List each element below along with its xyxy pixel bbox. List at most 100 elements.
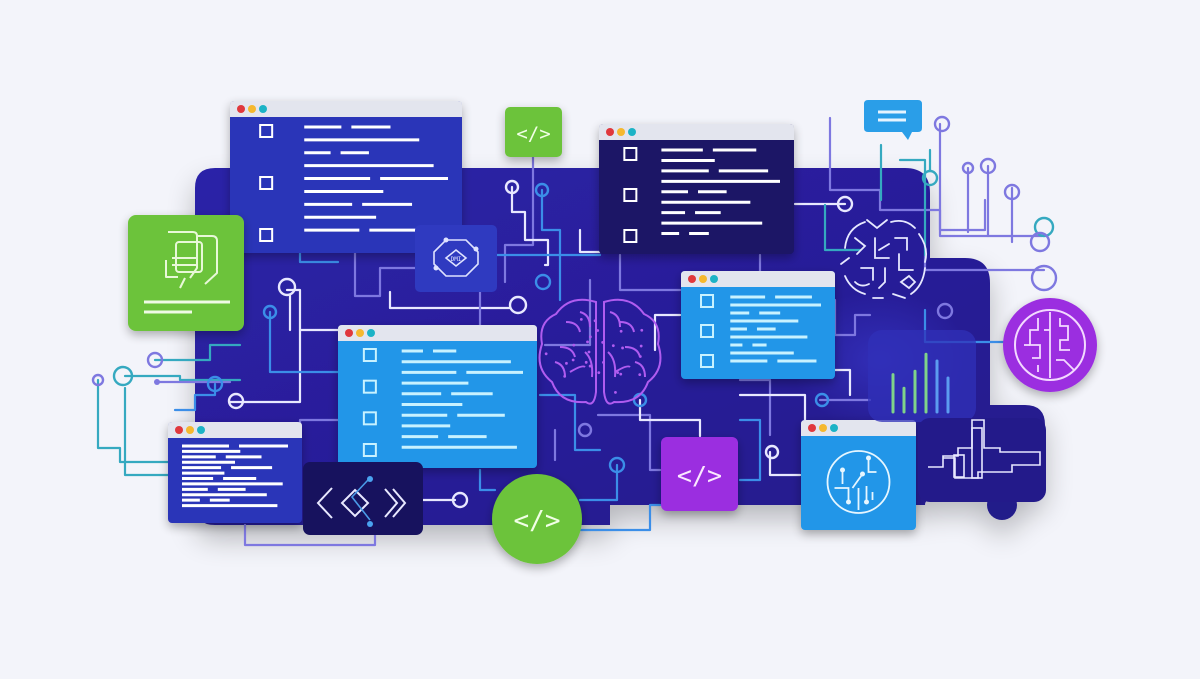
connector-dot xyxy=(154,379,160,385)
neuron-dot xyxy=(571,358,575,362)
trace xyxy=(828,368,852,397)
trace xyxy=(653,313,682,352)
trace xyxy=(596,413,662,472)
code-tag-icon: </> xyxy=(677,461,722,490)
neuron-dot xyxy=(619,372,623,376)
neuron-dot xyxy=(614,390,617,394)
brain-fold xyxy=(565,321,581,333)
brain-fold xyxy=(619,321,635,333)
brain-sketch-line xyxy=(878,243,890,251)
window-titlebar xyxy=(801,420,916,436)
code-window-center[interactable] xyxy=(338,325,537,468)
brain-sketch-line xyxy=(918,233,928,263)
checkbox-icon xyxy=(700,294,715,308)
trace xyxy=(828,116,987,232)
trace xyxy=(268,310,340,374)
code-windows xyxy=(168,101,916,530)
neuron-dot xyxy=(588,335,592,339)
code-tag-badge-round[interactable]: </> xyxy=(492,474,582,564)
purple-circuit-badge[interactable] xyxy=(1003,298,1097,392)
window-titlebar xyxy=(168,422,302,438)
brain-fold xyxy=(569,365,586,373)
connector-node xyxy=(921,169,939,187)
brain-sketch-line xyxy=(866,219,888,230)
connector-node xyxy=(1033,216,1055,238)
code-window-right[interactable] xyxy=(681,271,835,379)
brain-sketch-line xyxy=(844,275,866,295)
brain-fold xyxy=(607,351,617,378)
trace xyxy=(738,378,772,437)
documents-card[interactable] xyxy=(128,215,244,331)
brain-fold xyxy=(579,311,591,328)
code-tag-badge-purple[interactable]: </> xyxy=(661,437,738,511)
minimize-dot xyxy=(186,426,194,434)
connector-node xyxy=(451,491,469,509)
trace xyxy=(898,158,927,257)
neuron-dot xyxy=(638,373,642,376)
ai-window-bottom-right[interactable] xyxy=(801,420,916,530)
window-titlebar xyxy=(230,101,462,117)
brain-sketch-line xyxy=(874,237,890,259)
brain-sketch-line xyxy=(860,267,874,281)
trace xyxy=(834,458,877,510)
connector-node xyxy=(227,392,245,410)
circuit-brain-icon xyxy=(1024,312,1075,378)
trace xyxy=(638,398,702,438)
code-window-top-left[interactable] xyxy=(230,101,462,253)
connector-node xyxy=(112,365,134,387)
neuron-dot xyxy=(588,364,592,368)
window-body xyxy=(801,420,916,530)
chat-bubble-icon[interactable] xyxy=(864,100,922,140)
trace xyxy=(228,328,340,404)
checkbox-icon xyxy=(700,324,715,338)
chevron-left-icon xyxy=(316,487,333,519)
connector-node xyxy=(534,182,550,198)
minimize-dot xyxy=(356,329,364,337)
code-diff-card[interactable] xyxy=(303,462,423,535)
connector-node xyxy=(534,273,552,291)
connector-node xyxy=(206,375,224,393)
window-titlebar xyxy=(681,271,835,287)
code-tag-badge-top[interactable]: </> xyxy=(505,107,562,157)
maximize-dot xyxy=(367,329,375,337)
neuron-dot xyxy=(601,340,605,344)
brain-sketch-line xyxy=(854,281,870,287)
connector-node xyxy=(508,295,528,315)
close-dot xyxy=(175,426,183,434)
neuron-dot xyxy=(596,329,600,332)
trace xyxy=(96,378,170,464)
connector-node xyxy=(764,444,780,460)
trace xyxy=(738,418,762,482)
close-dot xyxy=(237,105,245,113)
trace xyxy=(823,203,862,252)
code-tag-icon: </> xyxy=(514,506,561,536)
chip-icon xyxy=(433,239,479,277)
code-tag-icon: </> xyxy=(516,123,550,145)
dot xyxy=(860,471,865,477)
connector-node xyxy=(961,161,975,175)
double-chevron-right-icon xyxy=(384,488,407,518)
close-dot xyxy=(345,329,353,337)
chip-card[interactable]: DMI xyxy=(415,225,497,292)
maximize-dot xyxy=(259,105,267,113)
connector-node xyxy=(146,351,164,369)
code-window-top-center[interactable] xyxy=(599,124,794,254)
code-window-bottom-left[interactable] xyxy=(168,422,302,523)
neuron-dot xyxy=(563,374,567,378)
trace xyxy=(153,343,242,362)
neuron-dot xyxy=(619,329,623,333)
brain-icon xyxy=(538,298,662,405)
trace xyxy=(503,155,535,284)
brain-sketch-line xyxy=(898,253,914,271)
neuron-dot xyxy=(602,361,605,364)
trace xyxy=(538,393,602,452)
checkbox-icon xyxy=(362,443,377,457)
diamond-icon xyxy=(340,488,370,518)
dot xyxy=(846,499,851,505)
trace xyxy=(618,253,682,292)
trace xyxy=(388,290,512,310)
maximize-dot xyxy=(628,128,636,136)
trace xyxy=(123,386,170,477)
neuron-dot xyxy=(572,343,576,347)
checkbox-icon xyxy=(623,229,638,243)
